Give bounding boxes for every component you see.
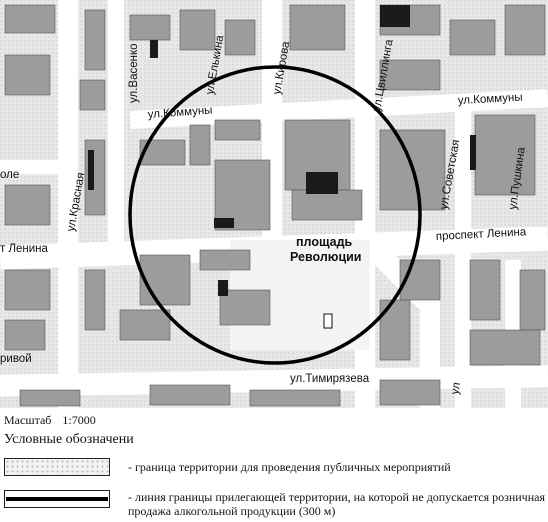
legend-text-public-events: - граница территории для проведения публ… — [128, 460, 451, 474]
label-ole: оле — [0, 169, 19, 181]
scale-label: Масштаб — [4, 413, 52, 427]
legend-swatch-dotted-area — [4, 458, 110, 476]
label-square-line2: Революции — [290, 250, 362, 264]
legend-text-alcohol-boundary: - линия границы прилегающей территории, … — [128, 490, 545, 518]
label-kommuny-left: ул.Коммуны — [147, 105, 212, 121]
label-kommuny-right: ул.Коммуны — [458, 92, 523, 107]
city-map: ул.Васенко ул.Елькина ул.Кирова ул.Цвилл… — [0, 0, 548, 408]
legend-title: Условные обозначени — [4, 432, 134, 447]
boundary-300m-circle — [128, 65, 422, 365]
label-bottom-right: ул — [449, 381, 463, 395]
legend-swatch-thick-line — [4, 490, 110, 508]
label-square-line1: площадь — [296, 235, 353, 249]
label-lenina-left: т Ленина — [0, 243, 49, 255]
scale-value: 1:7000 — [62, 413, 96, 427]
label-krivoy: ривой — [0, 353, 32, 365]
dark-buildings — [88, 5, 476, 296]
building-blocks — [4, 4, 546, 407]
map-scale: Масштаб 1:7000 — [4, 413, 104, 428]
label-lenina-right: проспект Ленина — [436, 226, 528, 243]
revolution-square-monument — [323, 313, 333, 329]
label-timiryazeva: ул.Тимирязева — [290, 373, 370, 385]
label-vasenko: ул.Васенко — [128, 43, 140, 103]
